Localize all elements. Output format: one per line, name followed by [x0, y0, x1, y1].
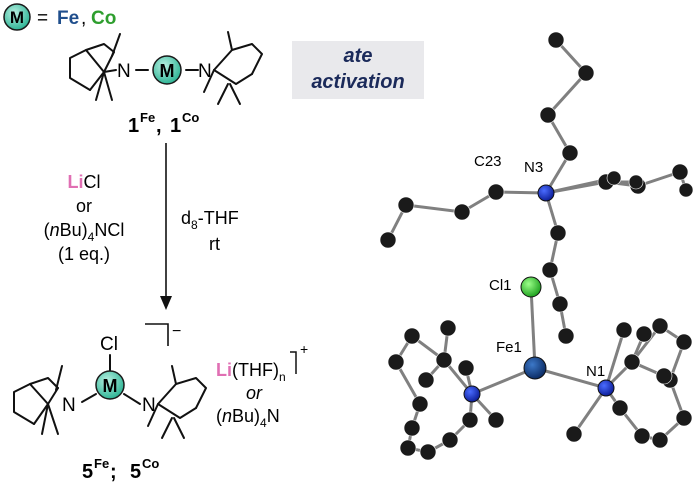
conditions-right: d8-THF rt	[181, 208, 239, 254]
svg-text:(nBu)4NCl: (nBu)4NCl	[44, 220, 125, 244]
label-cl1: Cl1	[489, 277, 512, 294]
label-n1: N1	[586, 363, 605, 380]
reactant-metal-ball-icon	[152, 55, 182, 85]
atom-fe1	[523, 356, 547, 380]
atom-n3	[537, 184, 555, 202]
svg-text:+: +	[300, 341, 308, 357]
reactant-structure	[69, 31, 263, 105]
legend-comma: ,	[81, 8, 86, 29]
svg-text:1: 1	[170, 115, 181, 137]
svg-text:Co: Co	[182, 110, 199, 125]
crystal-structure: C23 N3 Cl1 Fe1 N1	[379, 31, 694, 461]
legend-co: Co	[91, 8, 116, 29]
product-n-right: N	[142, 395, 156, 416]
svg-text:(1 eq.): (1 eq.)	[58, 244, 110, 264]
product-structure	[13, 354, 207, 439]
metal-legend: M = Fe , Co	[3, 3, 116, 31]
ate-activation-box	[292, 41, 424, 99]
svg-text:Fe: Fe	[140, 110, 155, 125]
crystal-carbon-atoms	[379, 31, 694, 461]
label-n3: N3	[524, 159, 543, 176]
metal-symbol: M	[10, 8, 24, 27]
product-bracket	[145, 323, 169, 346]
svg-text:(nBu)4N: (nBu)4N	[216, 406, 280, 430]
note-line-1: ate	[343, 45, 373, 67]
conditions-left: LiCl or (nBu)4NCl (1 eq.)	[44, 172, 125, 264]
svg-text:;: ;	[110, 461, 117, 483]
svg-text:d8-THF: d8-THF	[181, 208, 239, 232]
atom-cl1	[520, 276, 542, 298]
svg-text:LiCl: LiCl	[68, 172, 101, 192]
svg-text:Co: Co	[142, 456, 159, 471]
product-cl: Cl	[100, 334, 118, 355]
atom-n2	[463, 385, 481, 403]
label-fe1: Fe1	[496, 339, 522, 356]
reactant-n-left: N	[117, 61, 131, 82]
svg-text:1: 1	[128, 115, 139, 137]
svg-text:rt: rt	[209, 234, 220, 254]
product-metal-symbol: M	[103, 376, 118, 396]
svg-text:5: 5	[82, 461, 93, 483]
arrow-head	[160, 296, 172, 310]
svg-text:,: ,	[156, 115, 162, 137]
legend-fe: Fe	[57, 8, 79, 29]
product-n-left: N	[62, 395, 76, 416]
note-line-2: activation	[311, 71, 405, 93]
product-charge: −	[172, 323, 181, 340]
reactant-label: 1 Fe , 1 Co	[128, 110, 199, 137]
metal-ball-icon	[3, 3, 31, 31]
crystal-bonds	[386, 38, 688, 454]
svg-text:Li(THF)n: Li(THF)n	[216, 360, 286, 384]
svg-text:5: 5	[130, 461, 141, 483]
product-label: 5 Fe ; 5 Co	[82, 456, 159, 483]
reactant-n-right: N	[198, 61, 212, 82]
label-c23: C23	[474, 153, 502, 170]
svg-text:or: or	[76, 196, 92, 216]
atom-n1	[597, 379, 615, 397]
reactant-metal-symbol: M	[160, 61, 175, 81]
legend-equals: =	[37, 8, 48, 29]
counterion: Li(THF)n + or (nBu)4N	[216, 341, 308, 430]
svg-text:or: or	[246, 383, 263, 403]
svg-text:Fe: Fe	[94, 456, 109, 471]
product-metal-ball-icon	[95, 370, 125, 400]
ate-activation-note: ate activation	[292, 43, 424, 95]
